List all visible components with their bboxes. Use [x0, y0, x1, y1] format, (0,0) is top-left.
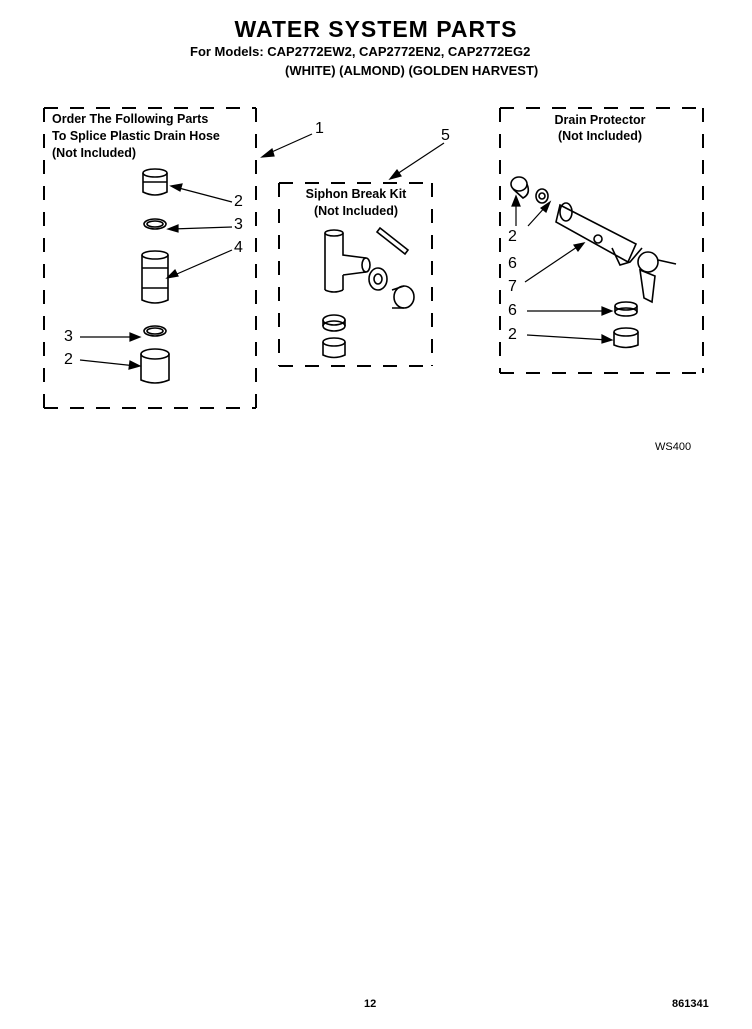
siphon-box-heading-1: Siphon Break Kit	[305, 187, 407, 201]
callout-2-bottom: 2	[64, 351, 73, 368]
page-number: 12	[364, 998, 377, 1010]
siphon-box-heading-2: (Not Included)	[313, 204, 398, 218]
callout-3-top: 3	[234, 216, 243, 233]
siphon-parts	[322, 226, 415, 359]
splice-box-heading-1: Order The Following Parts	[52, 112, 209, 126]
models-line: For Models: CAP2772EW2, CAP2772EN2, CAP2…	[190, 44, 531, 59]
callout-1: 1	[315, 120, 324, 137]
drain-protector-parts	[510, 176, 677, 349]
siphon-box-border	[278, 182, 433, 367]
drain-box-border	[499, 107, 704, 374]
splice-box-border	[43, 107, 257, 409]
callout-3-bottom: 3	[64, 328, 73, 345]
callout-drain-7: 7	[508, 278, 517, 295]
callout-4: 4	[234, 239, 243, 256]
colors-line: (WHITE) (ALMOND) (GOLDEN HARVEST)	[285, 63, 539, 78]
drain-box-heading-1: Drain Protector	[554, 113, 646, 127]
callout-drain-2-top: 2	[508, 228, 517, 245]
callout-5: 5	[441, 127, 450, 144]
splice-box-heading-3: (Not Included)	[52, 146, 137, 160]
page-title: WATER SYSTEM PARTS	[234, 16, 518, 42]
callout-drain-6-bottom: 6	[508, 302, 517, 319]
part-number: 861341	[672, 998, 709, 1010]
drain-box-heading-2: (Not Included)	[557, 129, 642, 143]
splice-box-heading-2: To Splice Plastic Drain Hose	[52, 129, 220, 143]
callout-drain-2-bottom: 2	[508, 326, 517, 343]
callout-2-top: 2	[234, 193, 243, 210]
splice-parts	[140, 168, 170, 384]
callout-drain-6-top: 6	[508, 255, 517, 272]
drawing-code: WS400	[655, 441, 692, 453]
